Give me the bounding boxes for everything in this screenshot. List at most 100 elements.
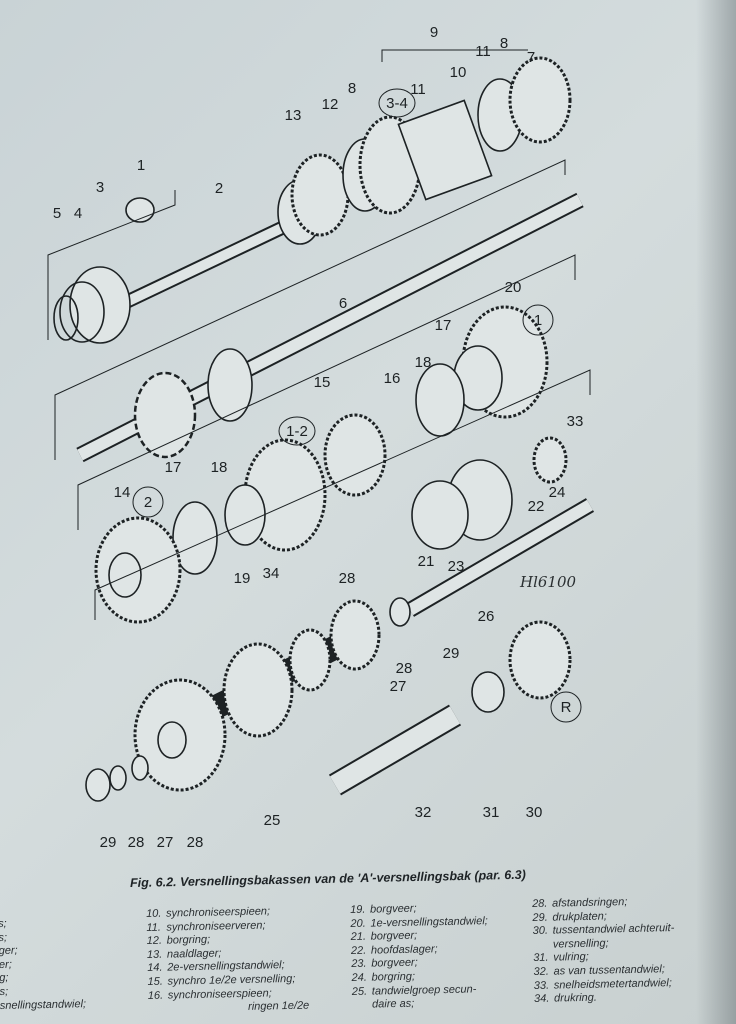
legend-number: 21. [350, 930, 367, 944]
callout: 33 [567, 413, 584, 430]
legend-text: afstandsringen; [551, 896, 628, 910]
legend-item: snellingstandwiel; [0, 997, 87, 1012]
reverse-idler [328, 620, 572, 796]
callout: 13 [285, 107, 302, 124]
callout: 9 [430, 24, 438, 41]
legend-text: 1e-versnellingstandwiel; [370, 914, 488, 930]
legend-text: versnelling; [552, 937, 609, 951]
legend-number: 20. [350, 917, 366, 930]
legend-text: drukring. [553, 991, 598, 1005]
callout: 7 [527, 49, 535, 66]
callout: 1 [534, 312, 542, 329]
callout: 15 [314, 374, 331, 391]
main-shaft [53, 179, 334, 344]
legend-item: daire as; [352, 996, 490, 1012]
legend-number: 12. [146, 934, 163, 948]
legend-number: 33. [533, 979, 550, 992]
legend-column-3: 28.afstandsringen; 29.drukplaten; 30.tus… [532, 895, 676, 1007]
legend-text: 2e-versnellingstandwiel; [167, 959, 285, 974]
callout: 4 [74, 205, 82, 222]
legend-text: hoofdaslager; [370, 942, 438, 957]
legend-number: 16. [147, 989, 164, 1002]
callout: 28 [339, 570, 356, 587]
legend-text: vulring; [553, 951, 589, 964]
callout: 27 [390, 678, 407, 695]
legend-text: borgveer; [370, 929, 418, 943]
callout: 16 [384, 370, 401, 387]
callout: 34 [263, 565, 280, 582]
callout: R [561, 699, 572, 716]
callout: 32 [415, 804, 432, 821]
figure-caption: Fig. 6.2. Versnellingsbakassen van de 'A… [129, 867, 526, 890]
callout: 2 [144, 494, 152, 511]
callout: 12 [322, 96, 339, 113]
legend-number: 24. [351, 971, 367, 984]
callout: 8 [348, 80, 356, 97]
middle-gear-row [94, 413, 568, 624]
callout: 28 [396, 660, 413, 677]
callout: 17 [435, 317, 452, 334]
page-edge-shadow [696, 0, 736, 1024]
input-shaft [76, 192, 584, 463]
upper-gear-cluster [290, 56, 572, 237]
callout: 11 [410, 81, 426, 98]
callout: 14 [114, 484, 131, 501]
callout: 20 [505, 279, 522, 296]
callout-labels: 1 2 3 4 5 6 7 8 8 9 10 11 11 12 13 3-4 1… [53, 24, 584, 851]
legend-column-0: s; s; ger; er; g; s; snellingstandwiel; [0, 916, 86, 1013]
callout: 1-2 [286, 423, 308, 440]
callout: 24 [549, 484, 566, 501]
callout: 17 [165, 459, 182, 476]
legend-number: 14. [147, 962, 163, 975]
callout: 29 [100, 834, 117, 851]
legend-item: 34.drukring. [534, 990, 676, 1007]
callout: 6 [339, 295, 347, 312]
legend-text: synchroniseerveren; [166, 919, 266, 934]
legend-text: borgveer; [371, 956, 418, 970]
gear-20 [415, 305, 549, 437]
gearbox-exploded-diagram: 1 2 3 4 5 6 7 8 8 9 10 11 11 12 13 3-4 1… [47, 24, 595, 851]
legend-text: borgring; [166, 933, 211, 947]
legend-text: snelheidsmetertandwiel; [553, 976, 672, 992]
callout: 18 [211, 459, 228, 476]
legend-number: 31. [533, 952, 549, 965]
gear-cluster-25 [133, 597, 411, 792]
callout: 1 [137, 157, 145, 174]
legend-text: as van tussentandwiel; [553, 963, 665, 978]
callout: 10 [450, 64, 467, 81]
legend-column-2: 19.borgveer; 20.1e-versnellingstandwiel;… [350, 901, 490, 1013]
legend-number: 32. [533, 965, 549, 978]
legend-text: borgring; [371, 970, 416, 984]
callout: 11 [475, 43, 491, 60]
legend-text: tandwielgroep secun- [371, 982, 477, 998]
callout: 31 [483, 804, 500, 821]
shaft-26 [405, 498, 595, 617]
washers [85, 755, 149, 802]
legend-number: 10. [146, 907, 162, 920]
legend-number: 11. [146, 921, 162, 934]
legend-text: synchroniseerspieen; [165, 905, 271, 920]
callout: 8 [500, 35, 508, 52]
legend-number: 19. [350, 903, 366, 916]
callout: 23 [448, 558, 465, 575]
callout: 5 [53, 205, 61, 222]
callout: 3 [96, 179, 104, 196]
bracket-lines [47, 49, 591, 723]
callout: 30 [526, 804, 543, 821]
callout: 22 [528, 498, 545, 515]
legend-number: 13. [146, 948, 163, 961]
callout: 25 [264, 812, 281, 829]
legend-text: ringen 1e/2e [247, 999, 310, 1014]
callout: 19 [234, 570, 251, 587]
legend-text: drukplaten; [552, 910, 607, 924]
legend-text: daire as; [371, 997, 415, 1011]
legend-number: 28. [532, 897, 548, 910]
legend-number: 22. [350, 944, 367, 957]
callout: 26 [478, 608, 495, 625]
callout: 18 [415, 354, 432, 371]
legend-text: naaldlager; [166, 947, 222, 961]
legend-number: 23. [351, 958, 367, 971]
legend-number: 25. [351, 985, 368, 998]
legend-text: borgveer; [369, 902, 417, 916]
legend-text: tussentandwiel achteruit- [552, 922, 675, 937]
